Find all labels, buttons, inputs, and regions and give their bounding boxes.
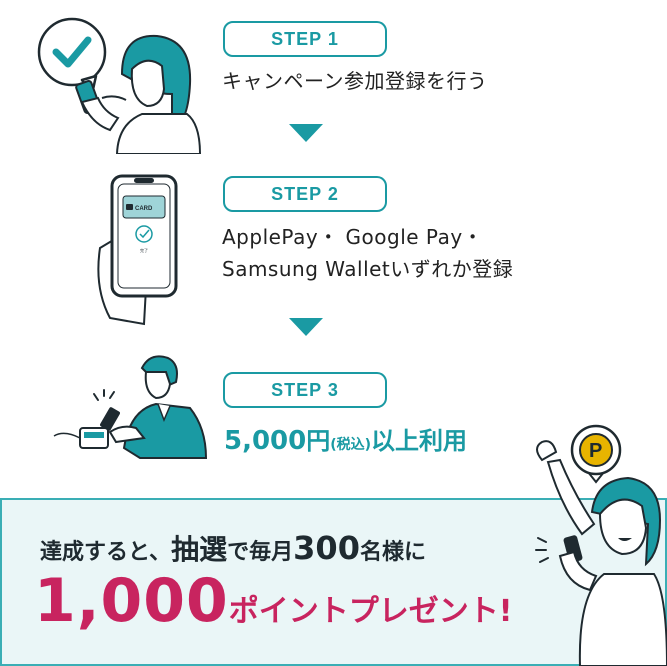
result-suffix: 名様に bbox=[359, 540, 426, 565]
points-amount: 1,000 bbox=[34, 566, 229, 636]
step3-badge: STEP 3 bbox=[223, 372, 387, 408]
result-count: 300 bbox=[293, 529, 360, 567]
step1-text: キャンペーン参加登録を行う bbox=[222, 69, 488, 93]
card-terminal-icon bbox=[53, 427, 109, 449]
smartphone-icon bbox=[110, 174, 178, 298]
result-prefix: 達成すると、 bbox=[40, 540, 172, 565]
amount-suffix: 以上利用 bbox=[371, 427, 468, 455]
result-middle: で毎月 bbox=[227, 540, 294, 565]
woman-cheering-figure bbox=[535, 440, 667, 666]
point-coin-icon bbox=[570, 424, 622, 484]
result-emphasis: 抽選 bbox=[171, 533, 228, 566]
step2-illustration: CARD 完了 bbox=[97, 174, 178, 326]
result-line2: 1,000ポイントプレゼント! bbox=[34, 566, 512, 636]
points-text: ポイントプレゼント! bbox=[228, 594, 513, 629]
step3-illustration bbox=[53, 355, 208, 459]
phone-in-hand-icon bbox=[93, 389, 120, 431]
step1-illustration bbox=[37, 17, 202, 154]
woman-figure bbox=[75, 34, 202, 154]
result-line1: 達成すると、抽選で毎月300名様に bbox=[40, 528, 426, 568]
step2-text-line1: ApplePay・ Google Pay・ bbox=[222, 225, 484, 249]
amount-tax: (税込) bbox=[330, 437, 372, 453]
step2-badge: STEP 2 bbox=[223, 176, 387, 212]
amount-unit: 円 bbox=[306, 427, 331, 455]
celebration-illustration: P bbox=[535, 424, 667, 666]
complete-caption: 完了 bbox=[140, 247, 148, 253]
result-box bbox=[0, 498, 667, 666]
step2-text-line2: Samsung Walletいずれか登録 bbox=[222, 257, 514, 281]
down-arrow-icon bbox=[289, 124, 323, 142]
step1-badge: STEP 1 bbox=[223, 21, 387, 57]
check-bubble-icon bbox=[37, 17, 107, 96]
man-figure bbox=[108, 355, 208, 459]
coin-symbol: P bbox=[589, 440, 602, 462]
step3-amount: 5,000円(税込)以上利用 bbox=[224, 421, 467, 456]
card-label: CARD bbox=[135, 206, 153, 212]
down-arrow-icon bbox=[289, 318, 323, 336]
amount-value: 5,000 bbox=[224, 426, 307, 456]
